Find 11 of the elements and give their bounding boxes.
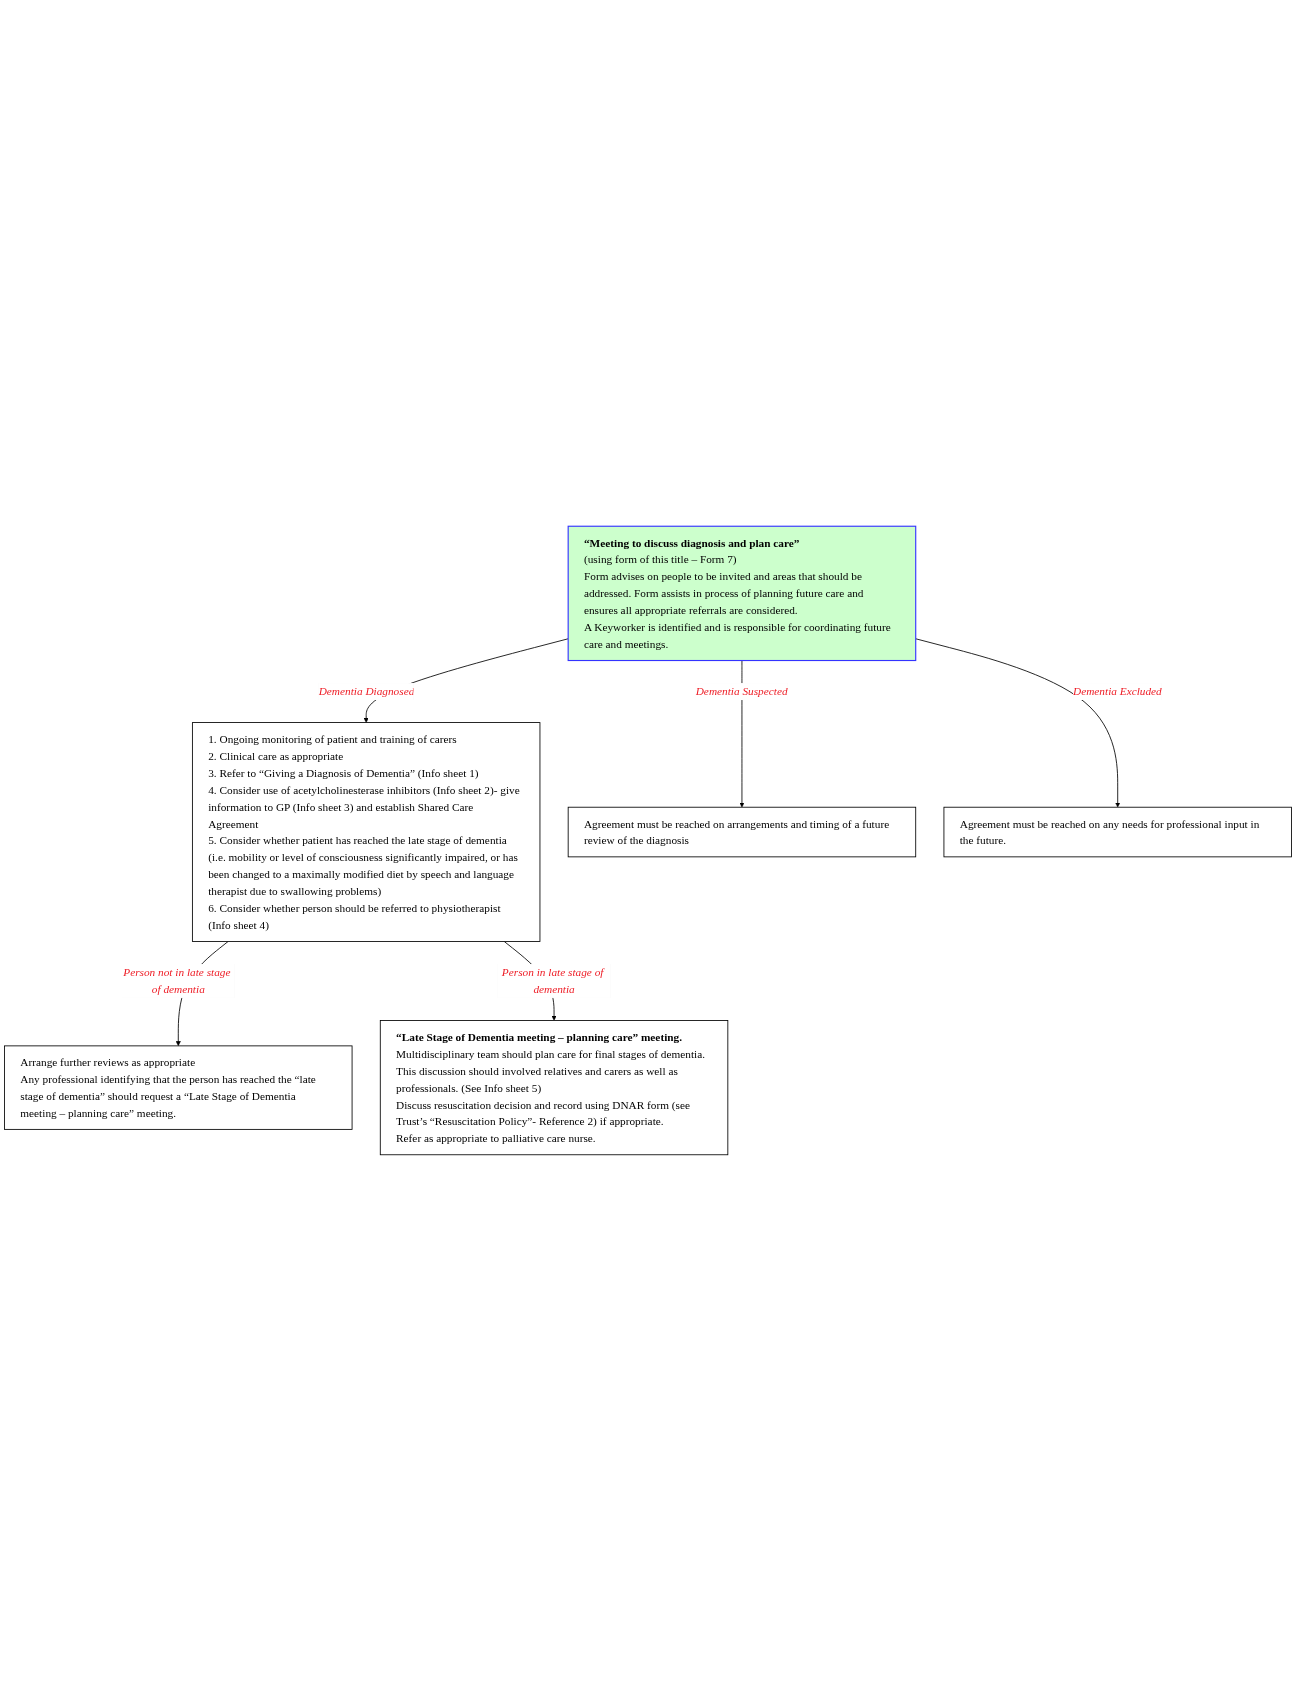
node-box [943,806,1292,858]
node-box [567,806,917,858]
edge-label: Dementia Suspected [695,685,788,698]
edge-label: Dementia Diagnosed [318,685,415,698]
node-box [567,525,917,662]
edge-label: Dementia Excluded [1073,685,1162,698]
node-box [4,1045,353,1130]
node-box [379,1020,729,1156]
edge-label: Person not in late stage of dementia [123,966,231,996]
edge-label: Person in late stage of dementia [501,966,604,996]
node-box [191,722,541,942]
